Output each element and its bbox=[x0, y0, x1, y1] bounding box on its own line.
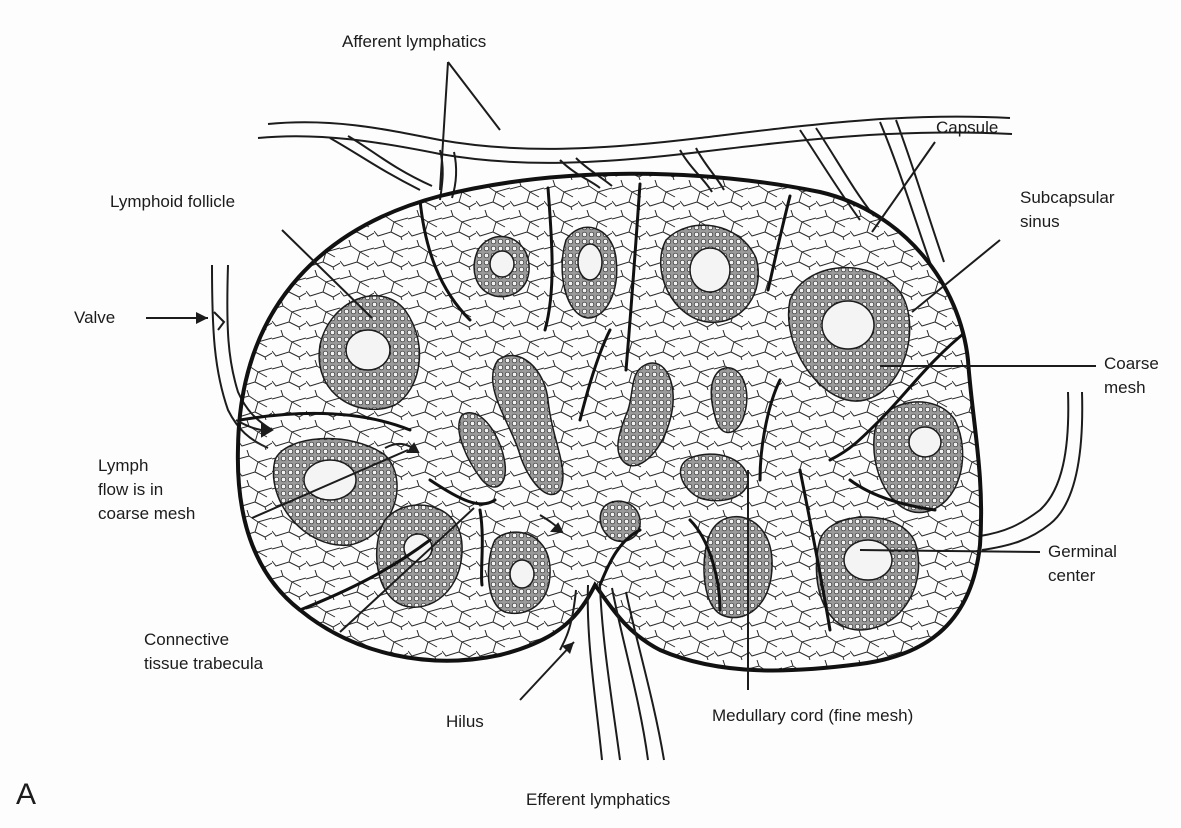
afferent-vessel-lower-wall bbox=[258, 132, 1012, 162]
label-germinal-center: Germinal center bbox=[1048, 540, 1117, 588]
germinal-center-right-upper bbox=[822, 301, 874, 349]
label-germinal-line-2: center bbox=[1048, 564, 1117, 588]
germinal-center-right-mid bbox=[909, 427, 941, 457]
label-valve: Valve bbox=[74, 306, 115, 330]
valve-flap bbox=[214, 312, 224, 330]
germinal-center-lower-mid bbox=[510, 560, 534, 588]
label-lymph-line-3: coarse mesh bbox=[98, 502, 195, 526]
panel-letter: A bbox=[16, 778, 36, 812]
label-capsule: Capsule bbox=[936, 116, 998, 140]
germinal-center-lower-right bbox=[844, 540, 892, 580]
germinal-center-top-1 bbox=[490, 251, 514, 277]
label-coarse-mesh: Coarse mesh bbox=[1104, 352, 1159, 400]
label-lymph-line-1: Lymph bbox=[98, 454, 195, 478]
leader-hilus bbox=[520, 642, 574, 700]
label-lymphoid-follicle: Lymphoid follicle bbox=[110, 190, 235, 214]
label-germinal-line-1: Germinal bbox=[1048, 540, 1117, 564]
label-lymph-flow: Lymph flow is in coarse mesh bbox=[98, 454, 195, 526]
label-subcapsular-sinus: Subcapsular sinus bbox=[1020, 186, 1115, 234]
label-subcapsular-line-1: Subcapsular bbox=[1020, 186, 1115, 210]
label-coarse-line-2: mesh bbox=[1104, 376, 1159, 400]
germinal-center-top-2 bbox=[578, 244, 602, 280]
label-afferent-lymphatics: Afferent lymphatics bbox=[342, 30, 486, 54]
label-subcapsular-line-2: sinus bbox=[1020, 210, 1115, 234]
label-connective-tissue-trabecula: Connective tissue trabecula bbox=[144, 628, 263, 676]
leader-capsule bbox=[872, 142, 935, 232]
germinal-center-left bbox=[304, 460, 356, 500]
medullary-cord-4 bbox=[711, 368, 747, 433]
leader-afferent bbox=[440, 62, 500, 190]
germinal-center-top-3 bbox=[690, 248, 730, 292]
label-lymph-line-2: flow is in bbox=[98, 478, 195, 502]
label-hilus: Hilus bbox=[446, 710, 484, 734]
label-efferent-lymphatics: Efferent lymphatics bbox=[526, 788, 670, 812]
right-vessel bbox=[980, 392, 1082, 550]
label-coarse-line-1: Coarse bbox=[1104, 352, 1159, 376]
label-connective-line-1: Connective bbox=[144, 628, 263, 652]
germinal-center-upper-left bbox=[346, 330, 390, 370]
label-medullary-cord: Medullary cord (fine mesh) bbox=[712, 704, 913, 728]
label-connective-line-2: tissue trabecula bbox=[144, 652, 263, 676]
